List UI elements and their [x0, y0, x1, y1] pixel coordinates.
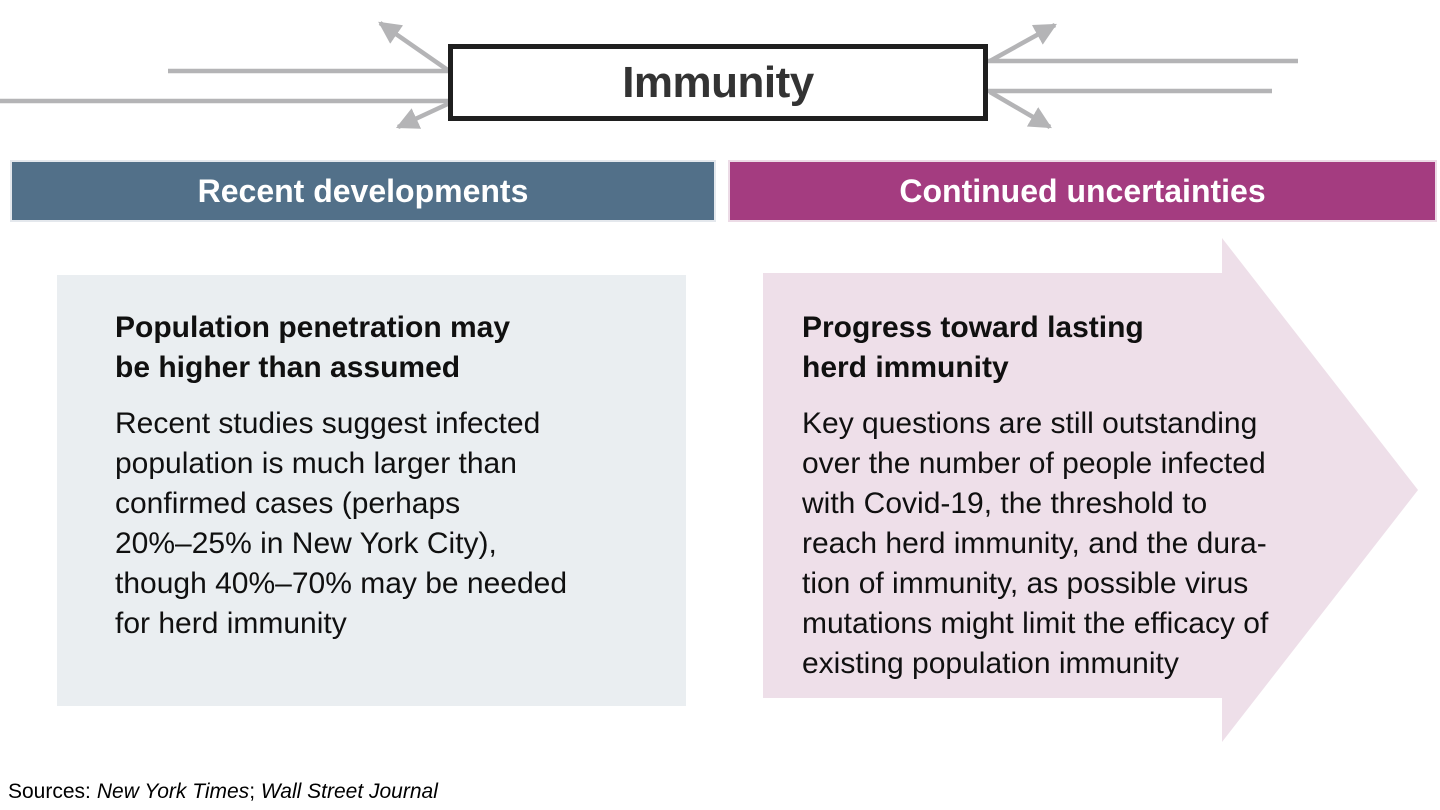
right-arrow-polygon: [763, 238, 1418, 742]
uncertainty-arrow-shape: [763, 238, 1418, 742]
left-card-heading: Population penetration may be higher tha…: [115, 311, 511, 384]
right-out-arrow-down: [988, 90, 1052, 129]
right-card-body: Key questions are still outstanding over…: [802, 407, 1269, 680]
recent-developments-header-label: Recent developments: [197, 172, 529, 209]
sources-separator: ;: [249, 780, 261, 803]
continued-uncertainties-header: Continued uncertainties: [728, 160, 1437, 222]
left-out-arrow-down: [395, 99, 453, 130]
source-1: New York Times: [96, 780, 250, 803]
right-out-arrow-up: [988, 23, 1057, 63]
continued-uncertainties-header-label: Continued uncertainties: [899, 172, 1266, 209]
sources-label: Sources:: [8, 780, 91, 803]
immunity-node: Immunity: [448, 44, 988, 121]
recent-developments-header: Recent developments: [10, 160, 716, 222]
recent-developments-card: Population penetration may be higher tha…: [57, 275, 686, 706]
source-2: Wall Street Journal: [260, 780, 438, 803]
immunity-node-title: Immunity: [622, 57, 814, 107]
continued-uncertainties-card: Progress toward lasting herd immunity Ke…: [802, 308, 1362, 684]
sources-line: Sources:New York Times; Wall Street Jour…: [8, 780, 438, 804]
left-card-body: Recent studies suggest infected populati…: [115, 407, 568, 640]
flow-arrows: [0, 21, 1298, 130]
right-card-heading: Progress toward lasting herd immunity: [802, 311, 1144, 384]
left-out-arrow-up: [378, 21, 454, 75]
